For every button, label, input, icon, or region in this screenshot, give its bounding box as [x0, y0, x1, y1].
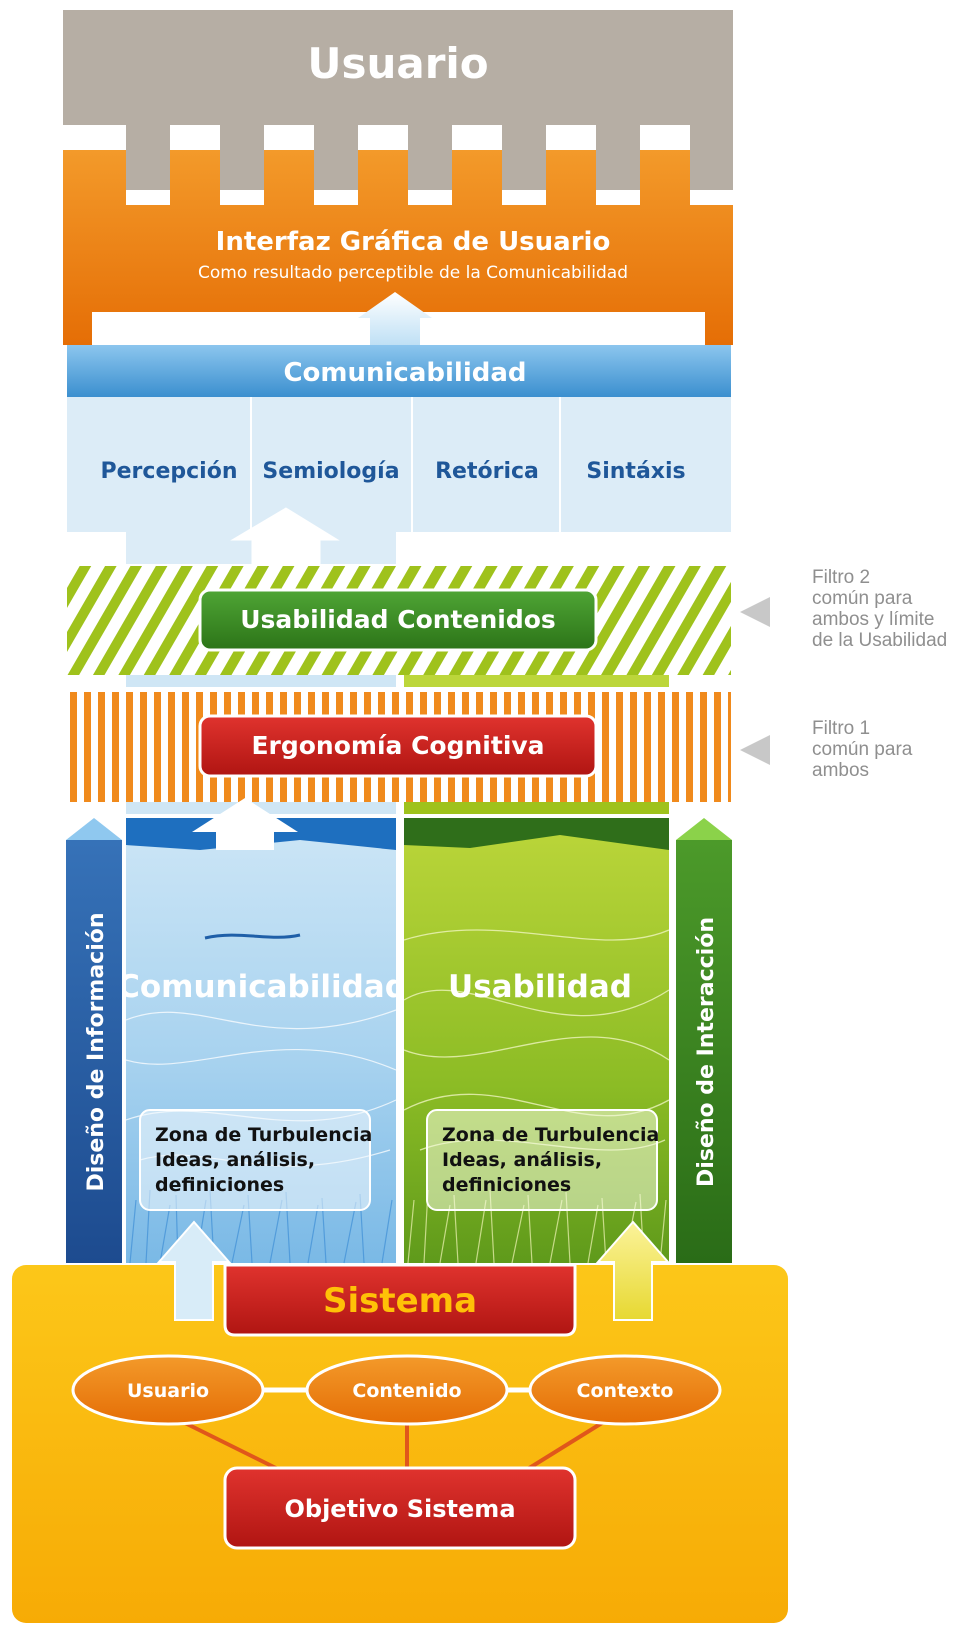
- interfaz-title: Interfaz Gráfica de Usuario: [216, 227, 611, 257]
- comunicabilidad-header-title: Comunicabilidad: [283, 358, 526, 388]
- filtro2-pointer-icon: [740, 597, 770, 627]
- diseno-interaccion-arrow-icon: [676, 818, 732, 840]
- filtro1-band: Ergonomía Cognitiva: [67, 692, 731, 814]
- usabilidad-contenidos-label: Usabilidad Contenidos: [240, 605, 556, 634]
- left-up-arrow-icon: [156, 1220, 232, 1321]
- usuario-block: Usuario: [63, 10, 733, 190]
- comunicabilidad-header: Comunicabilidad: [67, 345, 731, 397]
- diseno-informacion-arrow-icon: [66, 818, 122, 840]
- sistema-title-box: [223, 1263, 577, 1337]
- left-zone-line2: definiciones: [155, 1174, 284, 1196]
- ergonomia-cognitiva-label: Ergonomía Cognitiva: [251, 731, 544, 760]
- node-contexto: [528, 1354, 722, 1426]
- node-contexto-label: Contexto: [577, 1380, 674, 1402]
- filtro1-note: Filtro 1 común para ambos: [812, 718, 913, 781]
- interfaz-block: Interfaz Gráfica de Usuario Como resulta…: [63, 150, 733, 345]
- left-zone-line1: Ideas, análisis,: [155, 1149, 315, 1171]
- node-usuario: [71, 1354, 265, 1426]
- sistema-block: Sistema Usuario Contenido Contexto Objet…: [12, 1220, 788, 1623]
- left-panel-title: Comunicabilidad: [117, 969, 407, 1005]
- objetivo-sistema-label: Objetivo Sistema: [284, 1495, 515, 1523]
- right-up-arrow-icon: [595, 1220, 671, 1321]
- node-usuario-label: Usuario: [127, 1380, 209, 1402]
- diseno-interaccion-label: Diseño de Interacción: [694, 917, 719, 1187]
- discipline-retorica: Retórica: [435, 459, 539, 484]
- usabilidad-contenidos-box: [198, 588, 598, 652]
- discipline-sintaxis: Sintáxis: [586, 459, 685, 484]
- right-zone-title: Zona de Turbulencia: [442, 1124, 659, 1146]
- interfaz-subtitle: Como resultado perceptible de la Comunic…: [198, 263, 628, 283]
- arrow-up-disciplines: [230, 507, 340, 566]
- filtro2-note: Filtro 2 común para ambos y límite de la…: [812, 567, 948, 651]
- disciplines-block: Percepción Semiología Retórica Sintáxis: [67, 397, 731, 566]
- arrow-up-interfaz: [358, 292, 432, 345]
- left-zone-title: Zona de Turbulencia: [155, 1124, 372, 1146]
- sistema-title: Sistema: [323, 1281, 477, 1321]
- left-zone-box: [139, 1109, 371, 1211]
- usuario-title: Usuario: [307, 39, 488, 88]
- right-zone-box: [426, 1109, 658, 1211]
- right-zone-line1: Ideas, análisis,: [442, 1149, 602, 1171]
- filtro1-pointer-icon: [740, 735, 770, 765]
- right-panel-title: Usabilidad: [448, 969, 632, 1005]
- discipline-semiologia: Semiología: [262, 459, 399, 484]
- objetivo-sistema-box: [223, 1466, 577, 1550]
- right-panel: Usabilidad Zona de Turbulencia Ideas, an…: [403, 818, 670, 1264]
- discipline-percepcion: Percepción: [101, 459, 238, 484]
- left-panel: Comunicabilidad Zona de Turbulencia Idea…: [117, 798, 407, 1264]
- node-contenido-label: Contenido: [352, 1380, 461, 1402]
- node-contenido: [305, 1354, 509, 1426]
- filtro2-band: Usabilidad Contenidos: [67, 566, 731, 687]
- right-zone-line2: definiciones: [442, 1174, 571, 1196]
- diseno-informacion-bar: Diseño de Información: [66, 818, 122, 1263]
- diseno-interaccion-bar: Diseño de Interacción: [676, 818, 732, 1263]
- ergonomia-cognitiva-box: [198, 714, 598, 778]
- diseno-informacion-label: Diseño de Información: [84, 912, 109, 1191]
